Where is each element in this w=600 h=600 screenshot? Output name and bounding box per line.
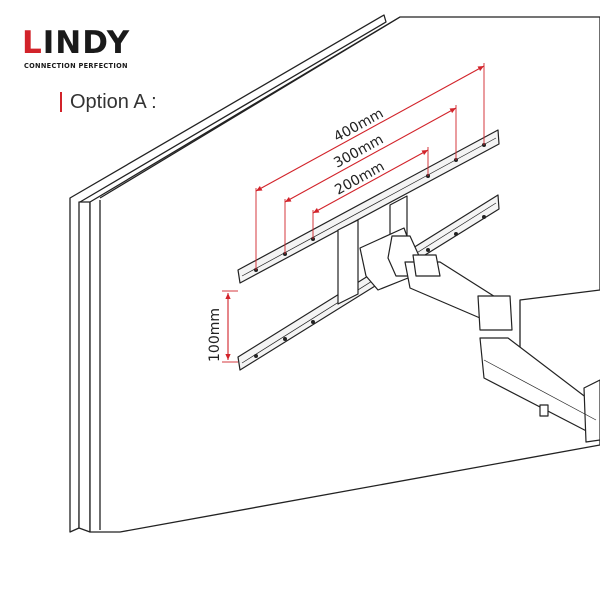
- arm-detail-line: [483, 359, 597, 421]
- option-heading: Option A :: [60, 88, 157, 116]
- logo-tagline: CONNECTION PERFECTION: [24, 62, 128, 70]
- monitor-panel-icon: [69, 14, 600, 533]
- logo-wordmark: LINDY: [22, 26, 130, 60]
- dim-label-100: 100mm: [207, 308, 223, 362]
- option-heading-text: Option A :: [70, 90, 157, 113]
- monitor-arm-icon: [387, 235, 600, 443]
- option-heading-bar: [60, 92, 62, 112]
- lindy-logo: LINDY CONNECTION PERFECTION: [22, 26, 162, 72]
- monitor-side-face: [78, 201, 91, 533]
- vertical-plate-left: [337, 219, 359, 305]
- monitor-front-edge: [99, 16, 401, 199]
- logo-letter-l: L: [22, 25, 43, 61]
- dim-200-line: [312, 149, 429, 214]
- arm-lower-bolt: [539, 404, 549, 417]
- arm-base-clamp: [583, 379, 600, 443]
- lower-rail-inner-line: [241, 202, 497, 364]
- dimension-lines: [222, 63, 485, 363]
- arm-elbow: [477, 295, 513, 331]
- arm-joint-cap: [412, 254, 441, 277]
- logo-letters-rest: INDY: [42, 25, 131, 61]
- arm-second-segment: [479, 337, 600, 439]
